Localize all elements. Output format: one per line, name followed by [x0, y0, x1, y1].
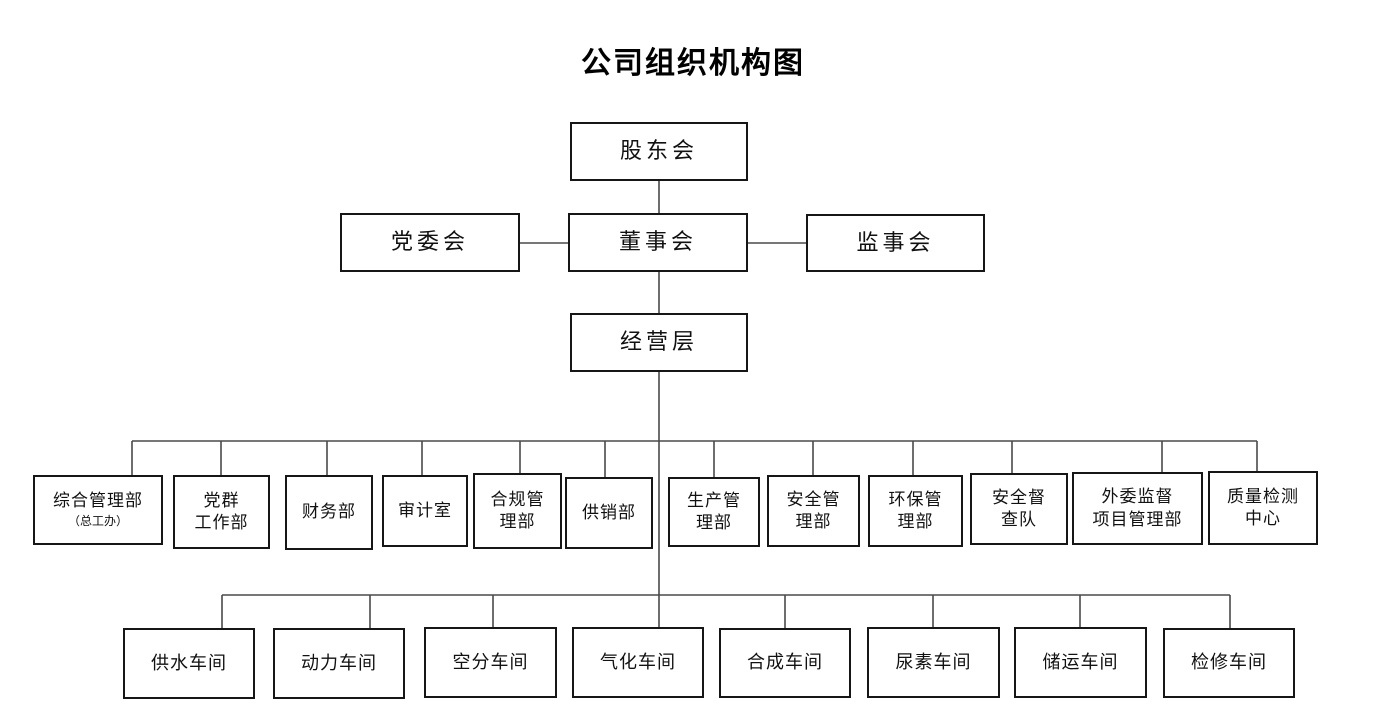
org-box-supply-sales-dept: 供销部	[565, 477, 653, 549]
org-box-storage-transport-workshop: 储运车间	[1014, 627, 1147, 698]
org-box-label: 党群 工作部	[194, 490, 249, 532]
org-box-outsourced-supervision-project-dept: 外委监督 项目管理部	[1072, 472, 1203, 545]
org-box-production-mgmt-dept: 生产管 理部	[668, 477, 760, 547]
org-box-label: 供销部	[582, 502, 636, 522]
org-box-environmental-mgmt-dept: 环保管 理部	[868, 475, 963, 547]
org-box-label: 动力车间	[301, 652, 377, 673]
org-box-label: 合规管 理部	[490, 489, 545, 531]
org-box-power-workshop: 动力车间	[273, 628, 405, 699]
org-box-label: 环保管 理部	[888, 489, 943, 531]
org-box-party-committee: 党委会	[340, 213, 520, 272]
org-box-label: 生产管 理部	[687, 490, 741, 532]
org-box-label: 综合管理部	[53, 491, 143, 511]
org-box-label: 董事会	[618, 229, 697, 255]
org-box-supervisory-board: 监事会	[806, 214, 985, 272]
org-box-label: 财务部	[302, 502, 356, 522]
org-box-maintenance-workshop: 检修车间	[1163, 628, 1295, 698]
org-box-label: 党委会	[390, 229, 469, 255]
org-box-label: 安全督 查队	[992, 487, 1046, 529]
org-box-urea-workshop: 尿素车间	[867, 627, 1000, 698]
org-box-quality-testing-center: 质量检测 中心	[1208, 471, 1318, 545]
org-box-board-of-directors: 董事会	[568, 213, 748, 272]
org-box-synthesis-workshop: 合成车间	[719, 628, 851, 698]
org-box-label: 经营层	[619, 329, 698, 355]
org-box-management-layer: 经营层	[570, 313, 748, 372]
org-box-label: 股东会	[619, 138, 698, 164]
org-box-party-mass-work-dept: 党群 工作部	[173, 475, 270, 549]
org-box-water-supply-workshop: 供水车间	[123, 628, 255, 699]
org-box-label: 尿素车间	[895, 651, 972, 672]
org-box-label: 外委监督 项目管理部	[1092, 487, 1183, 529]
org-box-label: 供水车间	[151, 652, 227, 673]
org-box-label: 监事会	[856, 229, 935, 255]
org-box-audit-office: 审计室	[382, 475, 468, 547]
org-box-label: 气化车间	[600, 651, 676, 672]
org-box-label: 储运车间	[1042, 651, 1119, 672]
org-box-gasification-workshop: 气化车间	[572, 627, 704, 698]
org-box-compliance-dept: 合规管 理部	[473, 473, 562, 549]
org-box-shareholders: 股东会	[570, 122, 748, 181]
page-title: 公司组织机构图	[581, 47, 805, 80]
connectors	[131, 181, 1258, 628]
org-box-general-admin-dept: 综合管理部 （总工办）	[33, 475, 163, 545]
org-box-finance-dept: 财务部	[285, 475, 373, 550]
org-box-label: 检修车间	[1191, 652, 1267, 673]
org-box-label: 合成车间	[747, 652, 823, 673]
org-box-label: 空分车间	[452, 651, 529, 672]
org-box-safety-inspection-team: 安全督 查队	[970, 473, 1068, 545]
org-box-label: 安全管 理部	[786, 489, 841, 531]
org-box-air-separation-workshop: 空分车间	[424, 627, 557, 698]
org-box-safety-mgmt-dept: 安全管 理部	[767, 475, 860, 547]
org-box-sublabel: （总工办）	[67, 514, 128, 529]
org-box-label: 审计室	[398, 500, 452, 520]
org-box-label: 质量检测 中心	[1227, 486, 1299, 528]
